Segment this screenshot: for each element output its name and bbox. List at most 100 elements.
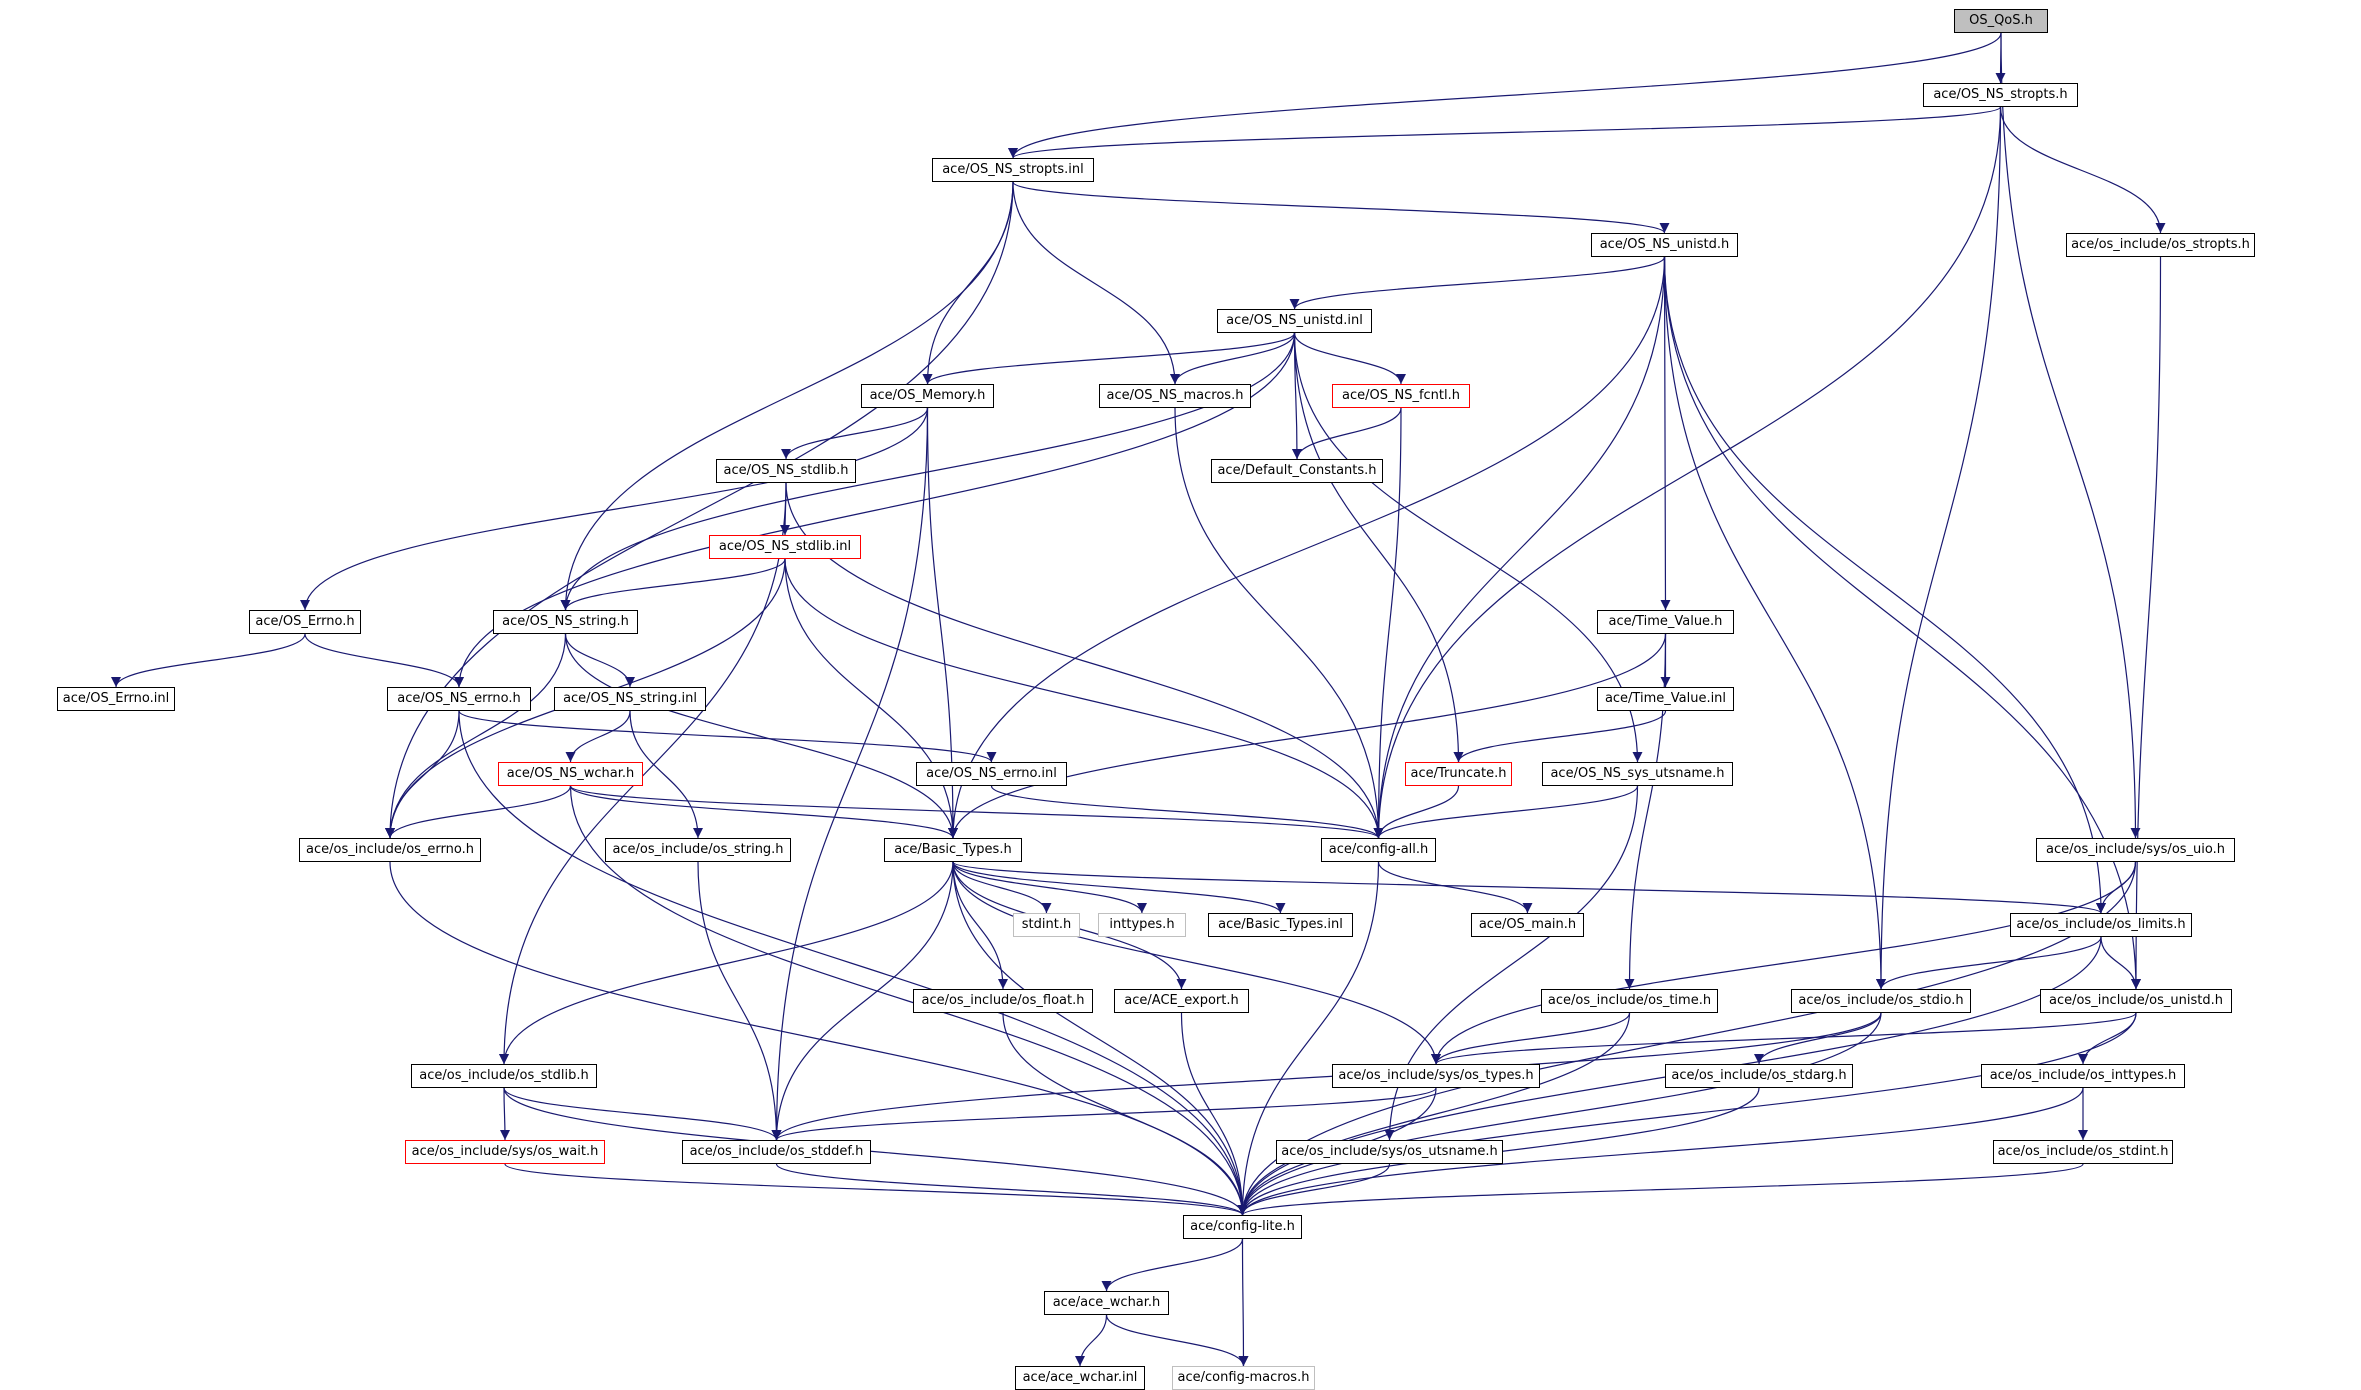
node-os-include-sys-os-wait-h[interactable]: ace/os_include/sys/os_wait.h — [405, 1140, 605, 1164]
edge-basic_types_h-to-inttypes_h — [952, 861, 1147, 914]
node-os-ns-wchar-h[interactable]: ace/OS_NS_wchar.h — [498, 762, 643, 786]
node-os-include-os-stropts-h[interactable]: ace/os_include/os_stropts.h — [2066, 233, 2255, 257]
edge-os_include_os_unistd_h-to-config_lite_h — [1237, 1012, 2137, 1216]
node-os-include-os-stdio-h[interactable]: ace/os_include/os_stdio.h — [1791, 989, 1971, 1013]
node-os-errno-inl[interactable]: ace/OS_Errno.inl — [57, 687, 175, 711]
node-os-include-os-string-h[interactable]: ace/os_include/os_string.h — [605, 838, 791, 862]
node-os-include-os-stdlib-h[interactable]: ace/os_include/os_stdlib.h — [411, 1064, 597, 1088]
edge-os_ns_errno_h-to-os_ns_errno_inl — [458, 710, 997, 763]
edge-basic_types_h-to-os_include_os_stddef_h — [771, 861, 954, 1141]
edge-os_ns_unistd_inl-to-os_ns_fcntl_h — [1293, 332, 1406, 385]
node-os-memory-h[interactable]: ace/OS_Memory.h — [861, 384, 994, 408]
node-os-include-os-stdarg-h[interactable]: ace/os_include/os_stdarg.h — [1665, 1064, 1853, 1088]
edge-os_ns_errno_inl-to-config_all_h — [990, 785, 1384, 839]
node-os-ns-macros-h[interactable]: ace/OS_NS_macros.h — [1099, 384, 1251, 408]
node-config-lite-h[interactable]: ace/config-lite.h — [1183, 1215, 1302, 1239]
edge-os_ns_stdlib_h-to-os_include_os_stdlib_h — [499, 482, 787, 1065]
edge-os_include_os_stdlib_h-to-os_include_os_stddef_h — [503, 1087, 782, 1141]
node-os-include-os-stddef-h[interactable]: ace/os_include/os_stddef.h — [682, 1140, 871, 1164]
edge-os_ns_unistd_h-to-os_ns_unistd_inl — [1289, 256, 1666, 310]
node-os-main-h[interactable]: ace/OS_main.h — [1471, 913, 1584, 937]
edge-basic_types_h-to-basic_types_inl — [952, 861, 1286, 914]
node-os-ns-string-h[interactable]: ace/OS_NS_string.h — [493, 610, 638, 634]
edge-os_errno_h-to-os_ns_errno_h — [304, 633, 464, 688]
node-ace-wchar-h[interactable]: ace/ace_wchar.h — [1044, 1291, 1169, 1315]
node-os-include-os-limits-h[interactable]: ace/os_include/os_limits.h — [2010, 913, 2192, 937]
node-os-include-os-float-h[interactable]: ace/os_include/os_float.h — [913, 989, 1093, 1013]
node-basic-types-h[interactable]: ace/Basic_Types.h — [884, 838, 1022, 862]
node-os-include-sys-os-uio-h[interactable]: ace/os_include/sys/os_uio.h — [2036, 838, 2235, 862]
edge-os_ns_unistd_h-to-time_value_h — [1660, 256, 1671, 611]
node-os-ns-stropts-h[interactable]: ace/OS_NS_stropts.h — [1923, 83, 2078, 107]
edge-os_include_os_limits_h-to-os_include_os_stdio_h — [1876, 936, 2102, 990]
edge-os_ns_fcntl_h-to-config_all_h — [1373, 407, 1402, 839]
edge-os_ns_unistd_inl-to-truncate_h — [1293, 332, 1464, 763]
edge-os_include_os_stdlib_h-to-os_include_sys_os_wait_h — [499, 1087, 510, 1141]
node-os-include-os-stdint-h[interactable]: ace/os_include/os_stdint.h — [1993, 1140, 2173, 1164]
node-os-include-sys-os-types-h[interactable]: ace/os_include/sys/os_types.h — [1332, 1064, 1540, 1088]
edge-os_include_os_stddef_h-to-config_lite_h — [775, 1163, 1248, 1216]
edge-os_include_os_string_h-to-os_include_os_stddef_h — [697, 861, 782, 1141]
node-os-ns-unistd-h[interactable]: ace/OS_NS_unistd.h — [1591, 233, 1738, 257]
edge-os_include_os_stdint_h-to-config_lite_h — [1237, 1163, 2084, 1216]
edge-os_ns_unistd_inl-to-os_ns_string_h — [560, 332, 1296, 611]
edge-os_ns_errno_h-to-os_include_os_errno_h — [385, 710, 460, 839]
edge-basic_types_h-to-os_include_os_limits_h — [952, 861, 2106, 914]
edge-time_value_h-to-basic_types_h — [948, 633, 1667, 839]
node-os-ns-string-inl[interactable]: ace/OS_NS_string.inl — [554, 687, 706, 711]
node-config-macros-h: ace/config-macros.h — [1172, 1366, 1315, 1390]
edge-ace_wchar_h-to-ace_wchar_inl — [1075, 1314, 1108, 1367]
node-os-include-os-unistd-h[interactable]: ace/os_include/os_unistd.h — [2040, 989, 2232, 1013]
edge-os_ns_string_h-to-os_include_os_errno_h — [385, 633, 567, 839]
node-ace-export-h[interactable]: ace/ACE_export.h — [1114, 989, 1249, 1013]
edge-os_ns_string_h-to-os_ns_string_inl — [564, 633, 635, 688]
node-truncate-h[interactable]: ace/Truncate.h — [1405, 762, 1512, 786]
edge-os_include_os_stdio_h-to-os_include_os_stdarg_h — [1754, 1012, 1882, 1065]
node-time-value-inl[interactable]: ace/Time_Value.inl — [1597, 687, 1734, 711]
edge-os_ns_unistd_inl-to-os_ns_sys_utsname_h — [1293, 332, 1643, 763]
node-os-ns-stdlib-h[interactable]: ace/OS_NS_stdlib.h — [716, 459, 856, 483]
node-os-ns-stropts-inl[interactable]: ace/OS_NS_stropts.inl — [932, 158, 1094, 182]
edge-os_include_os_stdio_h-to-config_lite_h — [1237, 1012, 1882, 1216]
node-basic-types-inl[interactable]: ace/Basic_Types.inl — [1208, 913, 1353, 937]
node-os-include-os-inttypes-h[interactable]: ace/os_include/os_inttypes.h — [1981, 1064, 2185, 1088]
edge-os_ns_macros_h-to-config_all_h — [1174, 407, 1384, 839]
node-os-include-os-time-h[interactable]: ace/os_include/os_time.h — [1541, 989, 1718, 1013]
edge-os_include_os_time_h-to-config_lite_h — [1237, 1012, 1631, 1216]
node-default-constants-h[interactable]: ace/Default_Constants.h — [1211, 459, 1383, 483]
node-os-errno-h[interactable]: ace/OS_Errno.h — [249, 610, 361, 634]
edge-ace_export_h-to-config_lite_h — [1180, 1012, 1248, 1216]
node-os-include-os-errno-h[interactable]: ace/os_include/os_errno.h — [299, 838, 481, 862]
edge-os_memory_h-to-os_errno_h — [300, 407, 929, 611]
node-os-ns-errno-inl[interactable]: ace/OS_NS_errno.inl — [916, 762, 1067, 786]
node-config-all-h[interactable]: ace/config-all.h — [1321, 838, 1436, 862]
node-os-ns-sys-utsname-h[interactable]: ace/OS_NS_sys_utsname.h — [1542, 762, 1733, 786]
edge-basic_types_h-to-os_include_sys_os_types_h — [952, 861, 1441, 1065]
edge-os_qos_h-to-os_include_sys_os_uio_h — [2000, 32, 2141, 839]
edge-os_ns_sys_utsname_h-to-config_all_h — [1373, 785, 1639, 839]
node-inttypes-h: inttypes.h — [1098, 913, 1186, 937]
edge-os_include_sys_os_utsname_h-to-config_lite_h — [1237, 1163, 1391, 1216]
node-os-ns-stdlib-inl[interactable]: ace/OS_NS_stdlib.inl — [709, 535, 861, 559]
node-os-ns-unistd-inl[interactable]: ace/OS_NS_unistd.inl — [1217, 309, 1372, 333]
edge-os_ns_stropts_h-to-config_all_h — [1373, 106, 2002, 839]
edge-config_lite_h-to-config_macros_h — [1238, 1238, 1249, 1367]
edge-os_ns_string_inl-to-os_include_os_string_h — [629, 710, 703, 839]
edge-os_ns_stdlib_inl-to-os_ns_string_h — [560, 558, 786, 611]
edge-os_include_os_inttypes_h-to-config_lite_h — [1237, 1087, 2084, 1216]
edge-os_memory_h-to-os_ns_stdlib_h — [781, 407, 929, 460]
node-time-value-h[interactable]: ace/Time_Value.h — [1597, 610, 1734, 634]
edge-os_include_os_unistd_h-to-os_include_sys_os_types_h — [1431, 1012, 2137, 1065]
edge-os_include_os_float_h-to-config_lite_h — [1002, 1012, 1248, 1216]
node-os-ns-fcntl-h[interactable]: ace/OS_NS_fcntl.h — [1332, 384, 1470, 408]
edge-os_include_sys_os_uio_h-to-os_include_sys_os_types_h — [1431, 861, 2137, 1065]
edge-os_include_os_limits_h-to-os_include_os_unistd_h — [2100, 936, 2141, 990]
edge-os_ns_wchar_h-to-config_all_h — [569, 785, 1384, 839]
edge-os_ns_wchar_h-to-basic_types_h — [569, 785, 958, 839]
edge-os_memory_h-to-basic_types_h — [926, 407, 958, 839]
node-os-include-sys-os-utsname-h[interactable]: ace/os_include/sys/os_utsname.h — [1276, 1140, 1503, 1164]
edge-basic_types_h-to-config_lite_h — [952, 861, 1248, 1216]
edge-os_ns_wchar_h-to-os_include_os_errno_h — [385, 785, 572, 839]
node-os-ns-errno-h[interactable]: ace/OS_NS_errno.h — [387, 687, 531, 711]
node-ace-wchar-inl[interactable]: ace/ace_wchar.inl — [1015, 1366, 1145, 1390]
